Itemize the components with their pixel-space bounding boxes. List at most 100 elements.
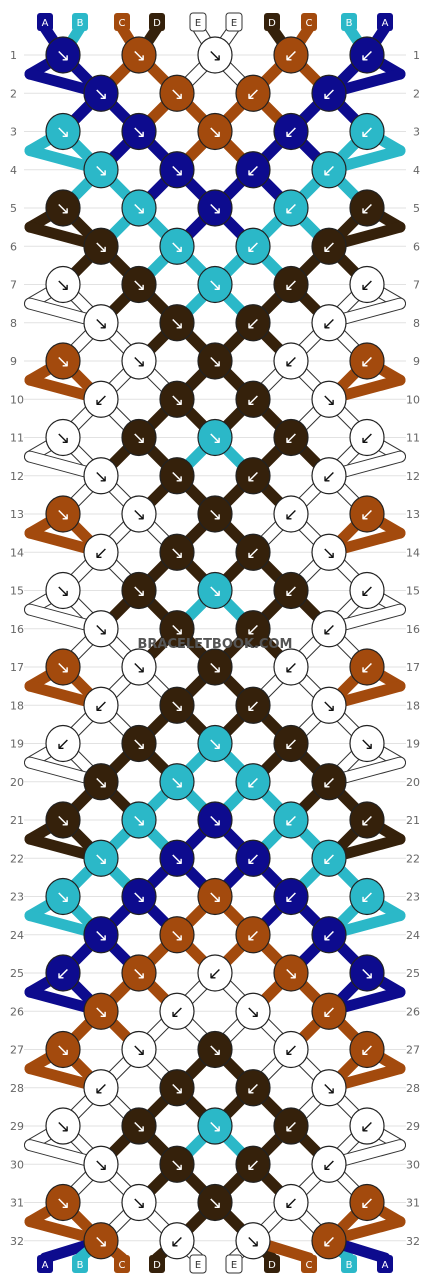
knot: [273, 342, 309, 380]
knot: [45, 1107, 81, 1145]
string-label-bottom: [341, 1255, 357, 1273]
knot-arrow-icon: ↙: [284, 199, 298, 219]
knot-arrow-icon: ↘: [170, 1155, 184, 1175]
string-label-text: D: [153, 1260, 161, 1271]
knots: ↘↘↘↙↙↘↘↙↙↘↘↘↙↙↘↘↙↙↘↘↘↙↙↘↘↙↙↘↘↘↙↙↘↘↙↙↘↘↘↙…: [45, 36, 385, 1260]
knot-arrow-icon: ↙: [284, 888, 298, 908]
knot-arrow-icon: ↙: [322, 84, 336, 104]
knot: [349, 495, 385, 533]
knot: [197, 418, 233, 457]
row-number: 30: [10, 1158, 24, 1171]
knot-arrow-icon: ↙: [94, 696, 108, 716]
knot-arrow-icon: ↙: [94, 543, 108, 563]
row-number: 12: [10, 470, 24, 483]
knot: [349, 724, 385, 763]
knot: [311, 1222, 347, 1260]
knot: [311, 304, 347, 342]
row-number: 1: [413, 49, 420, 62]
knot-arrow-icon: ↘: [132, 352, 146, 372]
knot: [45, 1030, 81, 1069]
row-number: 1: [10, 49, 17, 62]
knot-arrow-icon: ↘: [322, 390, 336, 410]
knot: [235, 1069, 271, 1107]
knot-arrow-icon: ↘: [94, 467, 108, 487]
knot: [83, 763, 119, 801]
knot: [121, 265, 157, 304]
knot-arrow-icon: ↘: [94, 314, 108, 334]
knot-arrow-icon: ↙: [284, 46, 298, 66]
string-label-text: A: [42, 18, 49, 29]
knot: [349, 648, 385, 686]
string-label-text: B: [77, 1260, 84, 1271]
row-number: 15: [10, 585, 24, 598]
knot-arrow-icon: ↘: [94, 237, 108, 257]
knot: [197, 36, 233, 74]
knot: [273, 571, 309, 610]
knot: [235, 610, 271, 648]
knot: [159, 916, 195, 954]
knot-arrow-icon: ↘: [208, 582, 222, 602]
string-label-text: D: [268, 1260, 276, 1271]
knot: [83, 610, 119, 648]
string-label-text: C: [306, 1260, 313, 1271]
knot: [83, 839, 119, 877]
knot: [83, 227, 119, 265]
knot: [121, 418, 157, 457]
knot: [197, 112, 233, 151]
knot: [273, 954, 309, 992]
knot: [273, 189, 309, 227]
string-label-top: [341, 13, 357, 31]
knot: [349, 954, 385, 992]
knot-arrow-icon: ↘: [208, 276, 222, 296]
knot-arrow-icon: ↘: [94, 849, 108, 869]
knot-arrow-icon: ↙: [56, 735, 70, 755]
string-label-bottom: [377, 1255, 393, 1273]
knot: [235, 916, 271, 954]
knot: [311, 839, 347, 877]
row-number: 28: [406, 1082, 420, 1095]
knot-arrow-icon: ↙: [284, 505, 298, 525]
knot: [83, 457, 119, 495]
knot-arrow-icon: ↘: [94, 161, 108, 181]
knot-arrow-icon: ↙: [360, 1194, 374, 1214]
knot: [159, 74, 195, 112]
knot-arrow-icon: ↙: [322, 314, 336, 334]
knot-arrow-icon: ↘: [208, 352, 222, 372]
knot-arrow-icon: ↘: [132, 1117, 146, 1137]
knot-arrow-icon: ↘: [208, 888, 222, 908]
knot: [159, 763, 195, 801]
knot-arrow-icon: ↙: [208, 964, 222, 984]
row-number: 3: [10, 126, 17, 139]
knot: [235, 839, 271, 877]
string-label-text: C: [119, 1260, 126, 1271]
knot-arrow-icon: ↘: [246, 1002, 260, 1022]
knot: [197, 342, 233, 380]
knot: [121, 342, 157, 380]
knot-arrow-icon: ↘: [94, 84, 108, 104]
knot-arrow-icon: ↘: [170, 467, 184, 487]
knot: [45, 112, 81, 151]
string-label-bottom: [72, 1255, 88, 1273]
knot: [235, 151, 271, 189]
knot-arrow-icon: ↘: [132, 811, 146, 831]
knot: [121, 1183, 157, 1222]
knot: [235, 1145, 271, 1183]
row-number: 23: [406, 891, 420, 904]
knot-arrow-icon: ↙: [360, 582, 374, 602]
string-label-bottom: [149, 1255, 165, 1273]
string-label-bottom: [225, 1254, 243, 1274]
row-number: 13: [406, 508, 420, 521]
string-label-text: C: [119, 18, 126, 29]
string-label-text: D: [268, 18, 276, 29]
knot-arrow-icon: ↙: [284, 811, 298, 831]
knot: [349, 801, 385, 839]
knot: [159, 686, 195, 724]
knot-arrow-icon: ↙: [360, 1117, 374, 1137]
knot-arrow-icon: ↘: [208, 429, 222, 449]
string-label-text: E: [231, 18, 237, 29]
knot-arrow-icon: ↙: [170, 1232, 184, 1252]
knot: [197, 1030, 233, 1069]
row-number: 22: [406, 852, 420, 865]
knot-arrow-icon: ↘: [56, 1041, 70, 1061]
knot-arrow-icon: ↘: [94, 620, 108, 640]
